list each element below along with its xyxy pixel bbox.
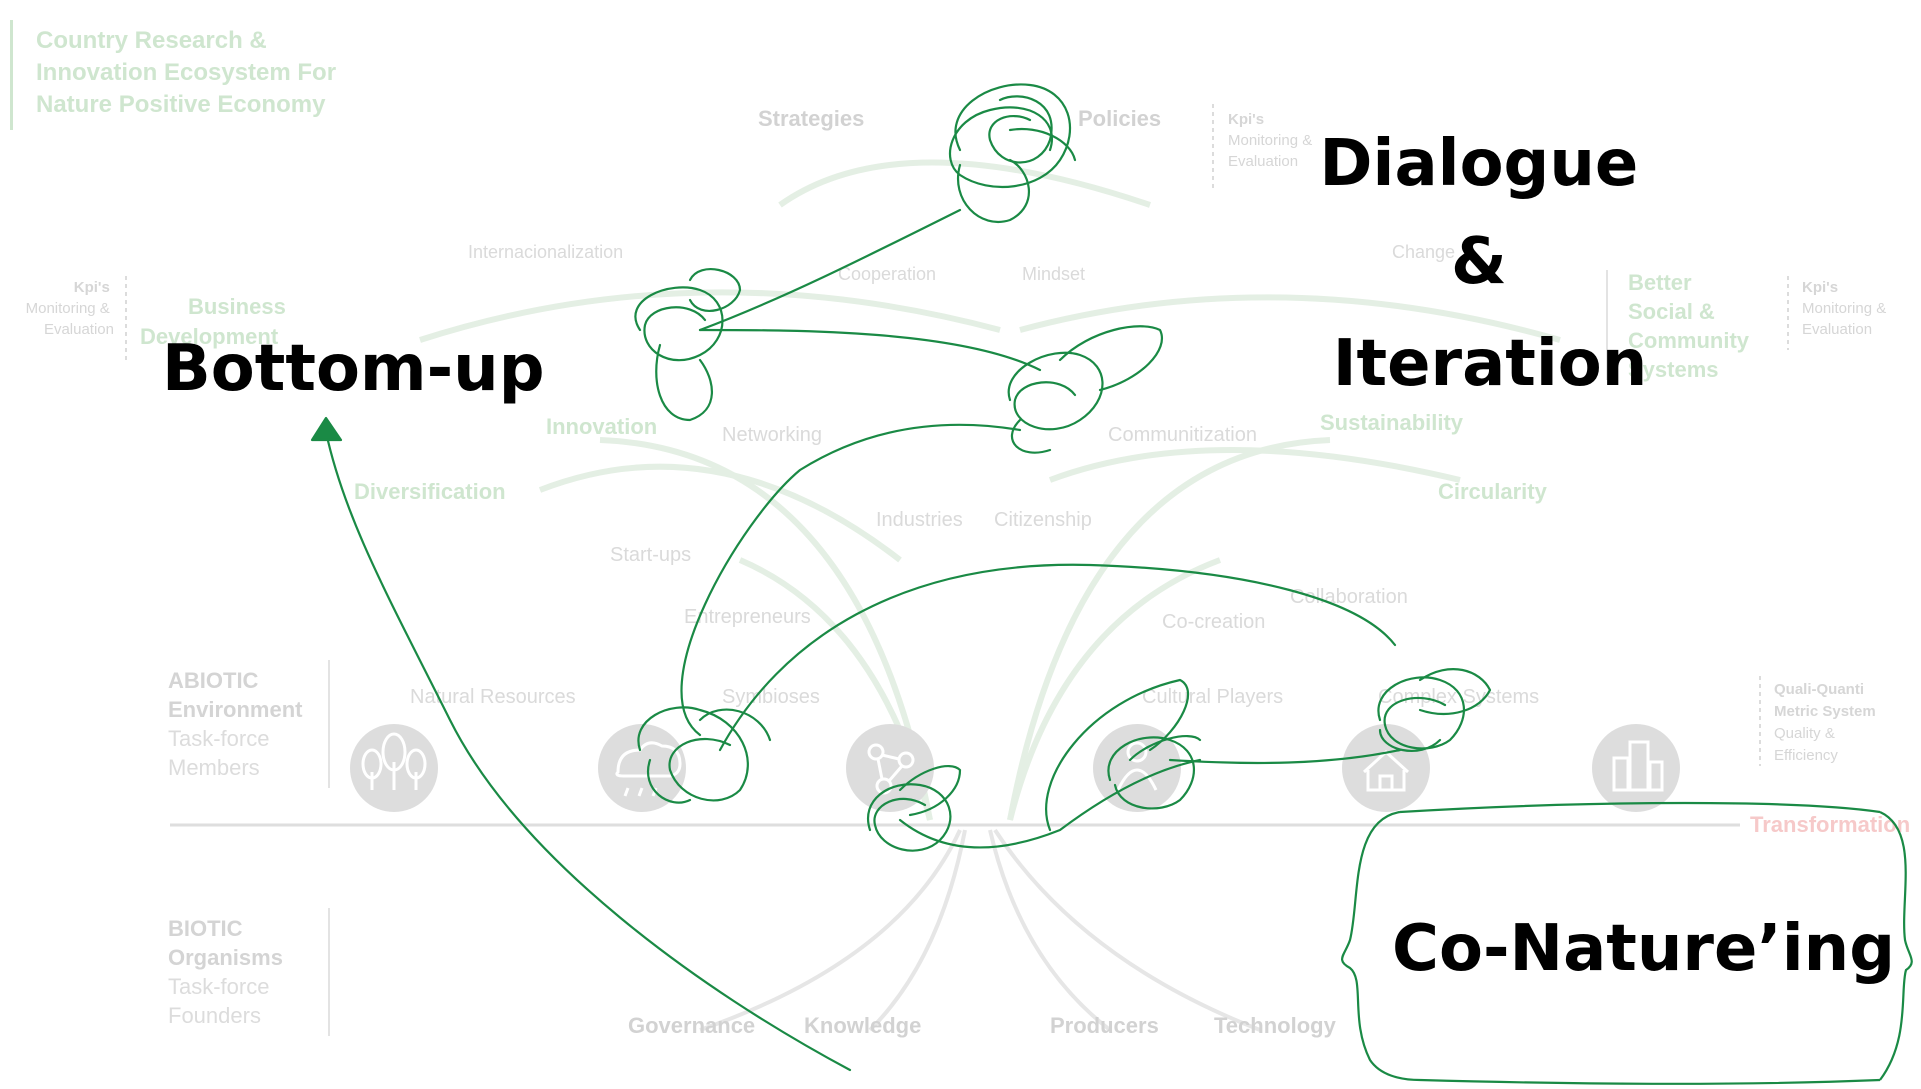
label-sustainability: Sustainability [1320,410,1464,435]
loop-cluster-left [634,268,742,422]
forest-icon [350,724,438,812]
label-better-social: Better Social & Community Systems [1628,270,1755,382]
divider-better-social [1606,270,1608,380]
label-collaboration: Collaboration [1290,586,1408,608]
label-innovation: Innovation [546,414,657,439]
loop-cluster-lower-left [637,706,772,804]
city-icon [1592,724,1680,812]
dialogue-iteration-label: Dialogue & Iteration [1319,127,1660,401]
kpi-left: Kpi's Monitoring & Evaluation [26,279,114,338]
abiotic-block: ABIOTIC Environment Task-force Members [168,668,309,780]
bottom-up-arrowhead [310,416,343,442]
header-title-line-2: Innovation Ecosystem For [36,59,336,86]
label-natural-resources: Natural Resources [410,686,576,708]
label-business-development: Business Development [140,294,292,349]
co-natureing-label: Co-Nature’ing [1392,912,1895,986]
label-complex-systems: Complex Systems [1378,686,1539,708]
process-scribble [310,83,1492,1072]
label-internationalization: Internacionalization [468,242,623,262]
label-mindset: Mindset [1022,264,1085,284]
loop-cluster-center [1007,325,1163,454]
label-producers: Producers [1050,1013,1159,1038]
network-icon [846,724,934,812]
label-cocreation: Co-creation [1162,611,1265,633]
label-symbioses: Symbioses [722,686,820,708]
label-entrepreneurs: Entrepreneurs [684,606,811,628]
loop-cluster-right [1377,668,1492,752]
label-cooperation: Cooperation [838,264,936,284]
label-networking: Networking [722,424,822,446]
quali-block: Quali-Quanti Metric System Quality & Eff… [1774,681,1880,764]
label-circularity: Circularity [1438,479,1548,504]
label-communitization: Communitization [1108,424,1257,446]
label-governance: Governance [628,1013,755,1038]
weather-icon [598,724,686,812]
label-startups: Start-ups [610,544,691,566]
header-bar [10,20,13,130]
co-natureing-brace [1341,801,1913,1085]
loop-cluster-lower-right [1045,678,1202,832]
label-strategies: Strategies [758,106,864,131]
divider-abiotic [328,660,330,788]
label-technology: Technology [1214,1013,1337,1038]
kpi-top: Kpi's Monitoring & Evaluation [1228,111,1316,170]
header-title-line-1: Country Research & [36,27,267,54]
label-change: Change [1392,242,1455,262]
culture-icon [1093,724,1181,812]
label-knowledge: Knowledge [804,1013,921,1038]
label-diversification: Diversification [354,479,506,504]
header-title: Country Research & Innovation Ecosystem … [36,27,343,118]
house-icon [1342,724,1430,812]
transformation-label: Transformation [1750,812,1910,837]
bottom-up-label: Bottom-up [162,332,545,406]
label-cultural-players: Cultural Players [1142,686,1283,708]
loop-cluster-top [948,83,1077,223]
biotic-block: BIOTIC Organisms Task-force Founders [168,916,289,1028]
header-title-line-3: Nature Positive Economy [36,91,326,118]
kpi-right: Kpi's Monitoring & Evaluation [1802,279,1890,338]
label-citizenship: Citizenship [994,509,1092,531]
divider-biotic [328,908,330,1036]
tree-roots [699,828,1261,1032]
label-industries: Industries [876,509,963,531]
bottom-up-arrow-line [324,430,852,1072]
loop-cluster-lower-center [867,765,962,852]
label-policies: Policies [1078,106,1161,131]
